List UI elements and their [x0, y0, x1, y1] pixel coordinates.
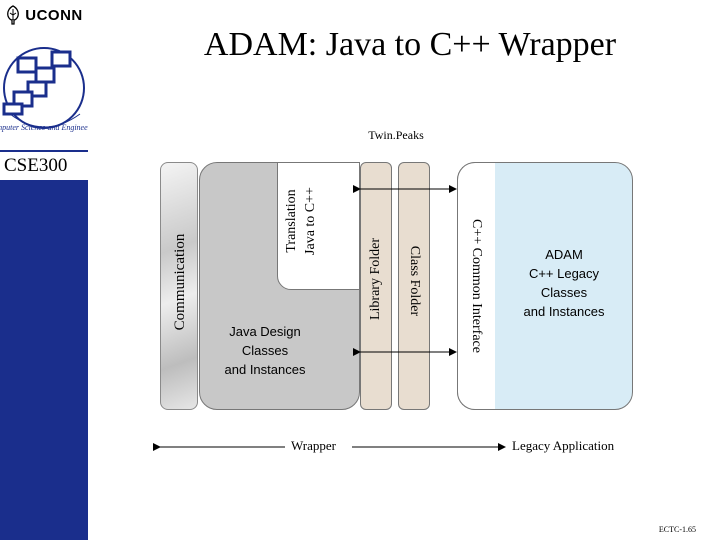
java-design-line3: and Instances — [224, 362, 306, 377]
cse-department-logo: Computer Science and Engineering — [0, 30, 101, 150]
java-design-text: Java Design Classes and Instances — [205, 322, 325, 379]
svg-text:Computer Science and Engineeri: Computer Science and Engineering — [0, 123, 88, 132]
communication-box — [160, 162, 198, 410]
adam-line3: Classes — [540, 285, 588, 300]
twin-peaks-label: Twin.Peaks — [368, 128, 424, 142]
slide-footer-code: ECTC-1.65 — [658, 525, 696, 534]
adam-line4: and Instances — [523, 304, 605, 319]
cpp-interface-box — [457, 162, 495, 410]
java-design-line1: Java Design — [229, 324, 301, 339]
class-folder-box — [398, 162, 430, 410]
adam-line2: C++ Legacy — [528, 266, 600, 281]
uconn-header: UCONN — [0, 0, 88, 30]
uconn-tree-icon — [7, 5, 20, 25]
slide-title: ADAM: Java to C++ Wrapper — [203, 26, 617, 63]
adam-line1: ADAM — [545, 247, 583, 262]
library-folder-box — [360, 162, 392, 410]
course-label: CSE300 — [0, 152, 88, 180]
java-design-line2: Classes — [241, 343, 289, 358]
university-name: UCONN — [25, 6, 83, 24]
adam-text: ADAM C++ Legacy Classes and Instances — [500, 245, 628, 321]
wrapper-label: Wrapper — [291, 438, 336, 453]
translation-box — [277, 162, 360, 290]
legacy-application-label: Legacy Application — [512, 438, 615, 453]
